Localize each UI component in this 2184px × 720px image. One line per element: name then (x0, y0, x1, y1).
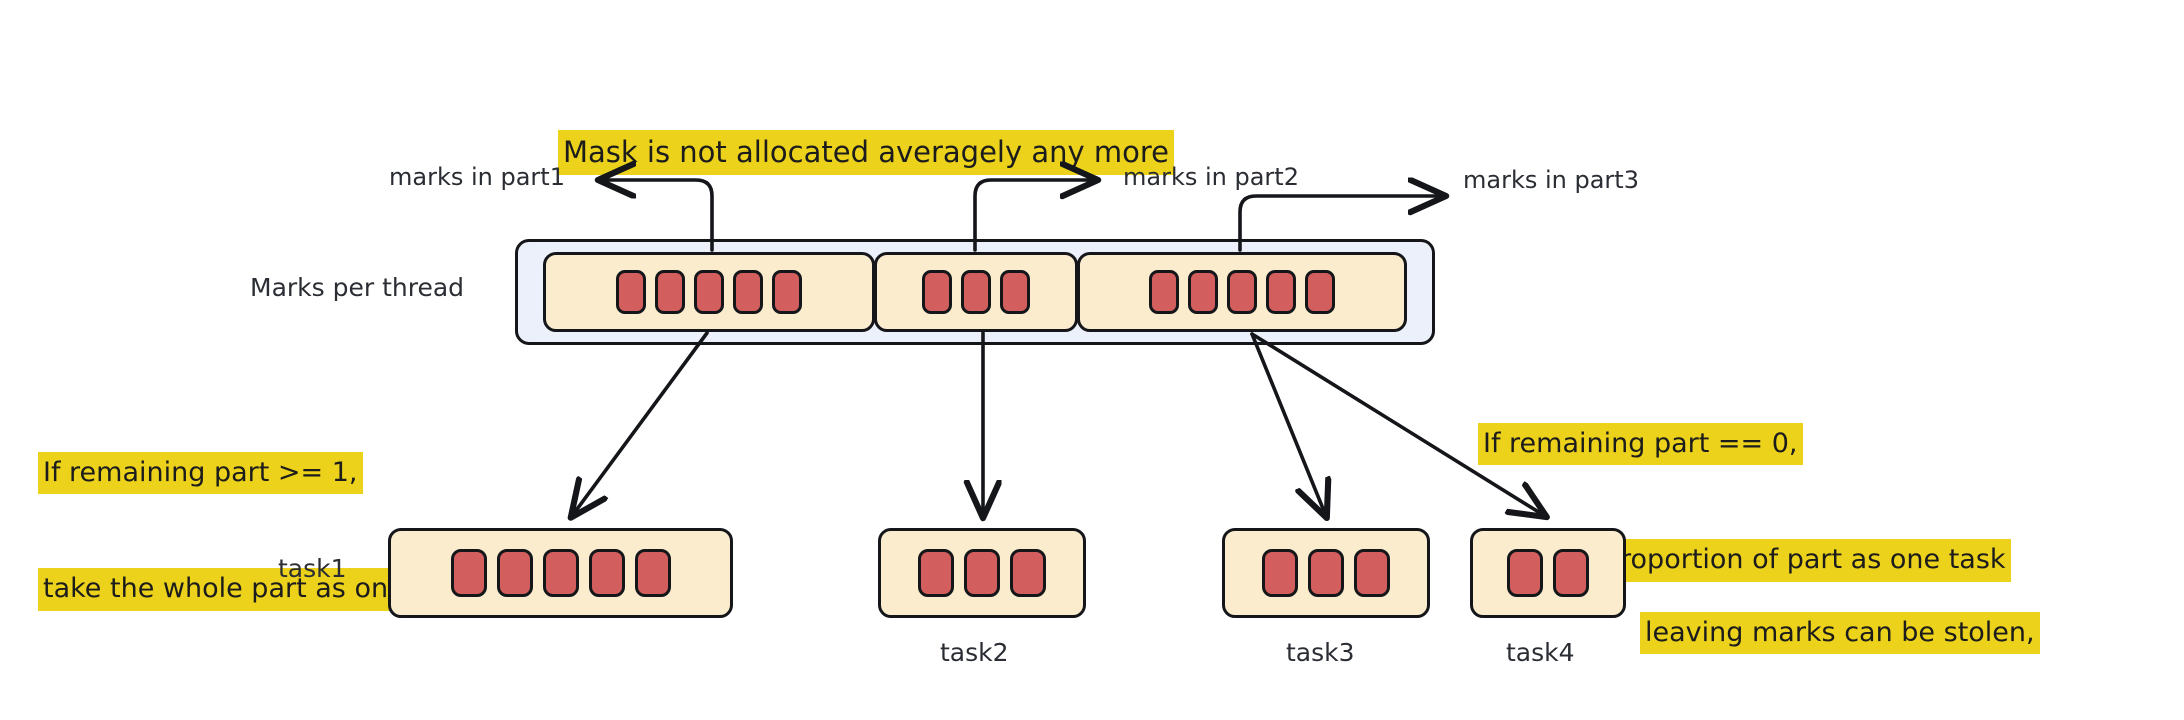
part-box-part1[interactable] (543, 252, 875, 332)
mark (1149, 270, 1179, 314)
mark (634, 549, 671, 597)
mark (922, 270, 952, 314)
title-banner: Mask is not allocated averagely any more (558, 50, 1174, 255)
note-left-rule-line1: If remaining part >= 1, (38, 451, 363, 494)
task1-label: task1 (278, 554, 347, 583)
mark (1553, 549, 1589, 597)
label-marks-in-part1: marks in part1 (389, 163, 565, 191)
label-marks-per-thread: Marks per thread (250, 273, 465, 302)
mark (588, 549, 625, 597)
flow-arrow-part3-to-task3 (1250, 332, 1326, 516)
mark (1000, 270, 1030, 314)
label-marks-in-part3: marks in part3 (1463, 166, 1639, 194)
mark (1266, 270, 1296, 314)
task2-label: task2 (940, 638, 1009, 667)
part-box-part2[interactable] (874, 252, 1078, 332)
mark (655, 270, 685, 314)
task3-label: task3 (1286, 638, 1355, 667)
part-box-part3[interactable] (1077, 252, 1407, 332)
mark (450, 549, 487, 597)
mark (496, 549, 533, 597)
mark (1354, 549, 1390, 597)
note-right-rule-line1: If remaining part == 0, (1478, 422, 1803, 465)
mark (733, 270, 763, 314)
label-marks-in-part2: marks in part2 (1123, 163, 1299, 191)
task-box-task1[interactable] (388, 528, 733, 618)
mark (1227, 270, 1257, 314)
task-box-task3[interactable] (1222, 528, 1430, 618)
mark (1262, 549, 1298, 597)
mark (1308, 549, 1344, 597)
flow-arrow-part1-to-task1 (572, 331, 709, 516)
mark (772, 270, 802, 314)
mark (964, 549, 1000, 597)
mark (918, 549, 954, 597)
mark (1507, 549, 1543, 597)
mark (1188, 270, 1218, 314)
note-bottom-right: leaving marks can be stolen, avoiding lo… (1640, 537, 2040, 720)
note-bottom-right-line1: leaving marks can be stolen, (1640, 611, 2040, 654)
task-box-task4[interactable] (1470, 528, 1626, 618)
mark (694, 270, 724, 314)
mark (961, 270, 991, 314)
mark (542, 549, 579, 597)
task4-label: task4 (1506, 638, 1575, 667)
mark (1305, 270, 1335, 314)
title-banner-text: Mask is not allocated averagely any more (558, 130, 1174, 176)
task-box-task2[interactable] (878, 528, 1086, 618)
mark (1010, 549, 1046, 597)
mark (616, 270, 646, 314)
